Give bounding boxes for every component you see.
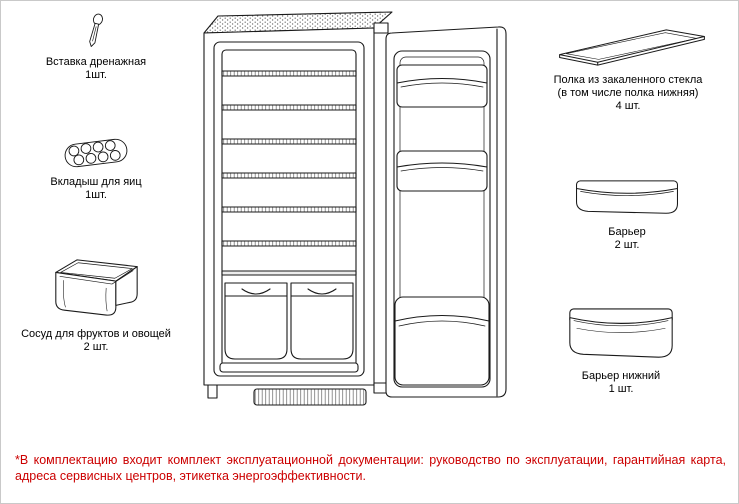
accessory-qty: 4 шт. xyxy=(615,100,641,113)
accessory-label: Полка из закаленного стекла xyxy=(553,74,703,86)
accessory-lower-barrier: Барьер нижний 1 шт. xyxy=(546,307,696,396)
accessory-label: Вкладыш для яиц xyxy=(50,176,142,188)
accessory-drain-insert: Вставка дренажная 1шт. xyxy=(21,13,171,82)
accessory-fruit-vegetable-container: Сосуд для фруктов и овощей 2 шт. xyxy=(21,251,171,354)
accessory-note: (в том числе полка нижняя) xyxy=(557,87,699,100)
accessory-qty: 1шт. xyxy=(85,69,107,82)
accessory-barrier: Барьер 2 шт. xyxy=(552,179,702,252)
egg-tray-icon xyxy=(64,138,128,168)
accessory-glass-shelf: Полка из закаленного стекла (в том числе… xyxy=(553,27,705,114)
lower-barrier-icon xyxy=(569,308,673,358)
accessory-label: Сосуд для фруктов и овощей xyxy=(21,328,171,340)
accessory-qty: 2 шт. xyxy=(614,239,640,252)
barrier-icon xyxy=(576,180,678,214)
documentation-footnote: *В комплектацию входит комплект эксплуат… xyxy=(15,453,726,483)
refrigerator-icon xyxy=(203,11,507,406)
drain-insert-icon xyxy=(89,13,103,47)
fruit-vegetable-container-icon xyxy=(55,259,138,316)
accessory-label: Барьер xyxy=(608,226,646,238)
accessory-qty: 2 шт. xyxy=(83,341,109,354)
accessory-qty: 1шт. xyxy=(85,189,107,202)
refrigerator-illustration xyxy=(194,9,526,421)
accessory-qty: 1 шт. xyxy=(608,383,634,396)
accessory-egg-tray: Вкладыш для яиц 1шт. xyxy=(21,137,171,202)
accessory-label: Вставка дренажная xyxy=(45,56,147,68)
accessory-label: Барьер нижний xyxy=(581,370,661,382)
glass-shelf-icon xyxy=(559,29,705,66)
